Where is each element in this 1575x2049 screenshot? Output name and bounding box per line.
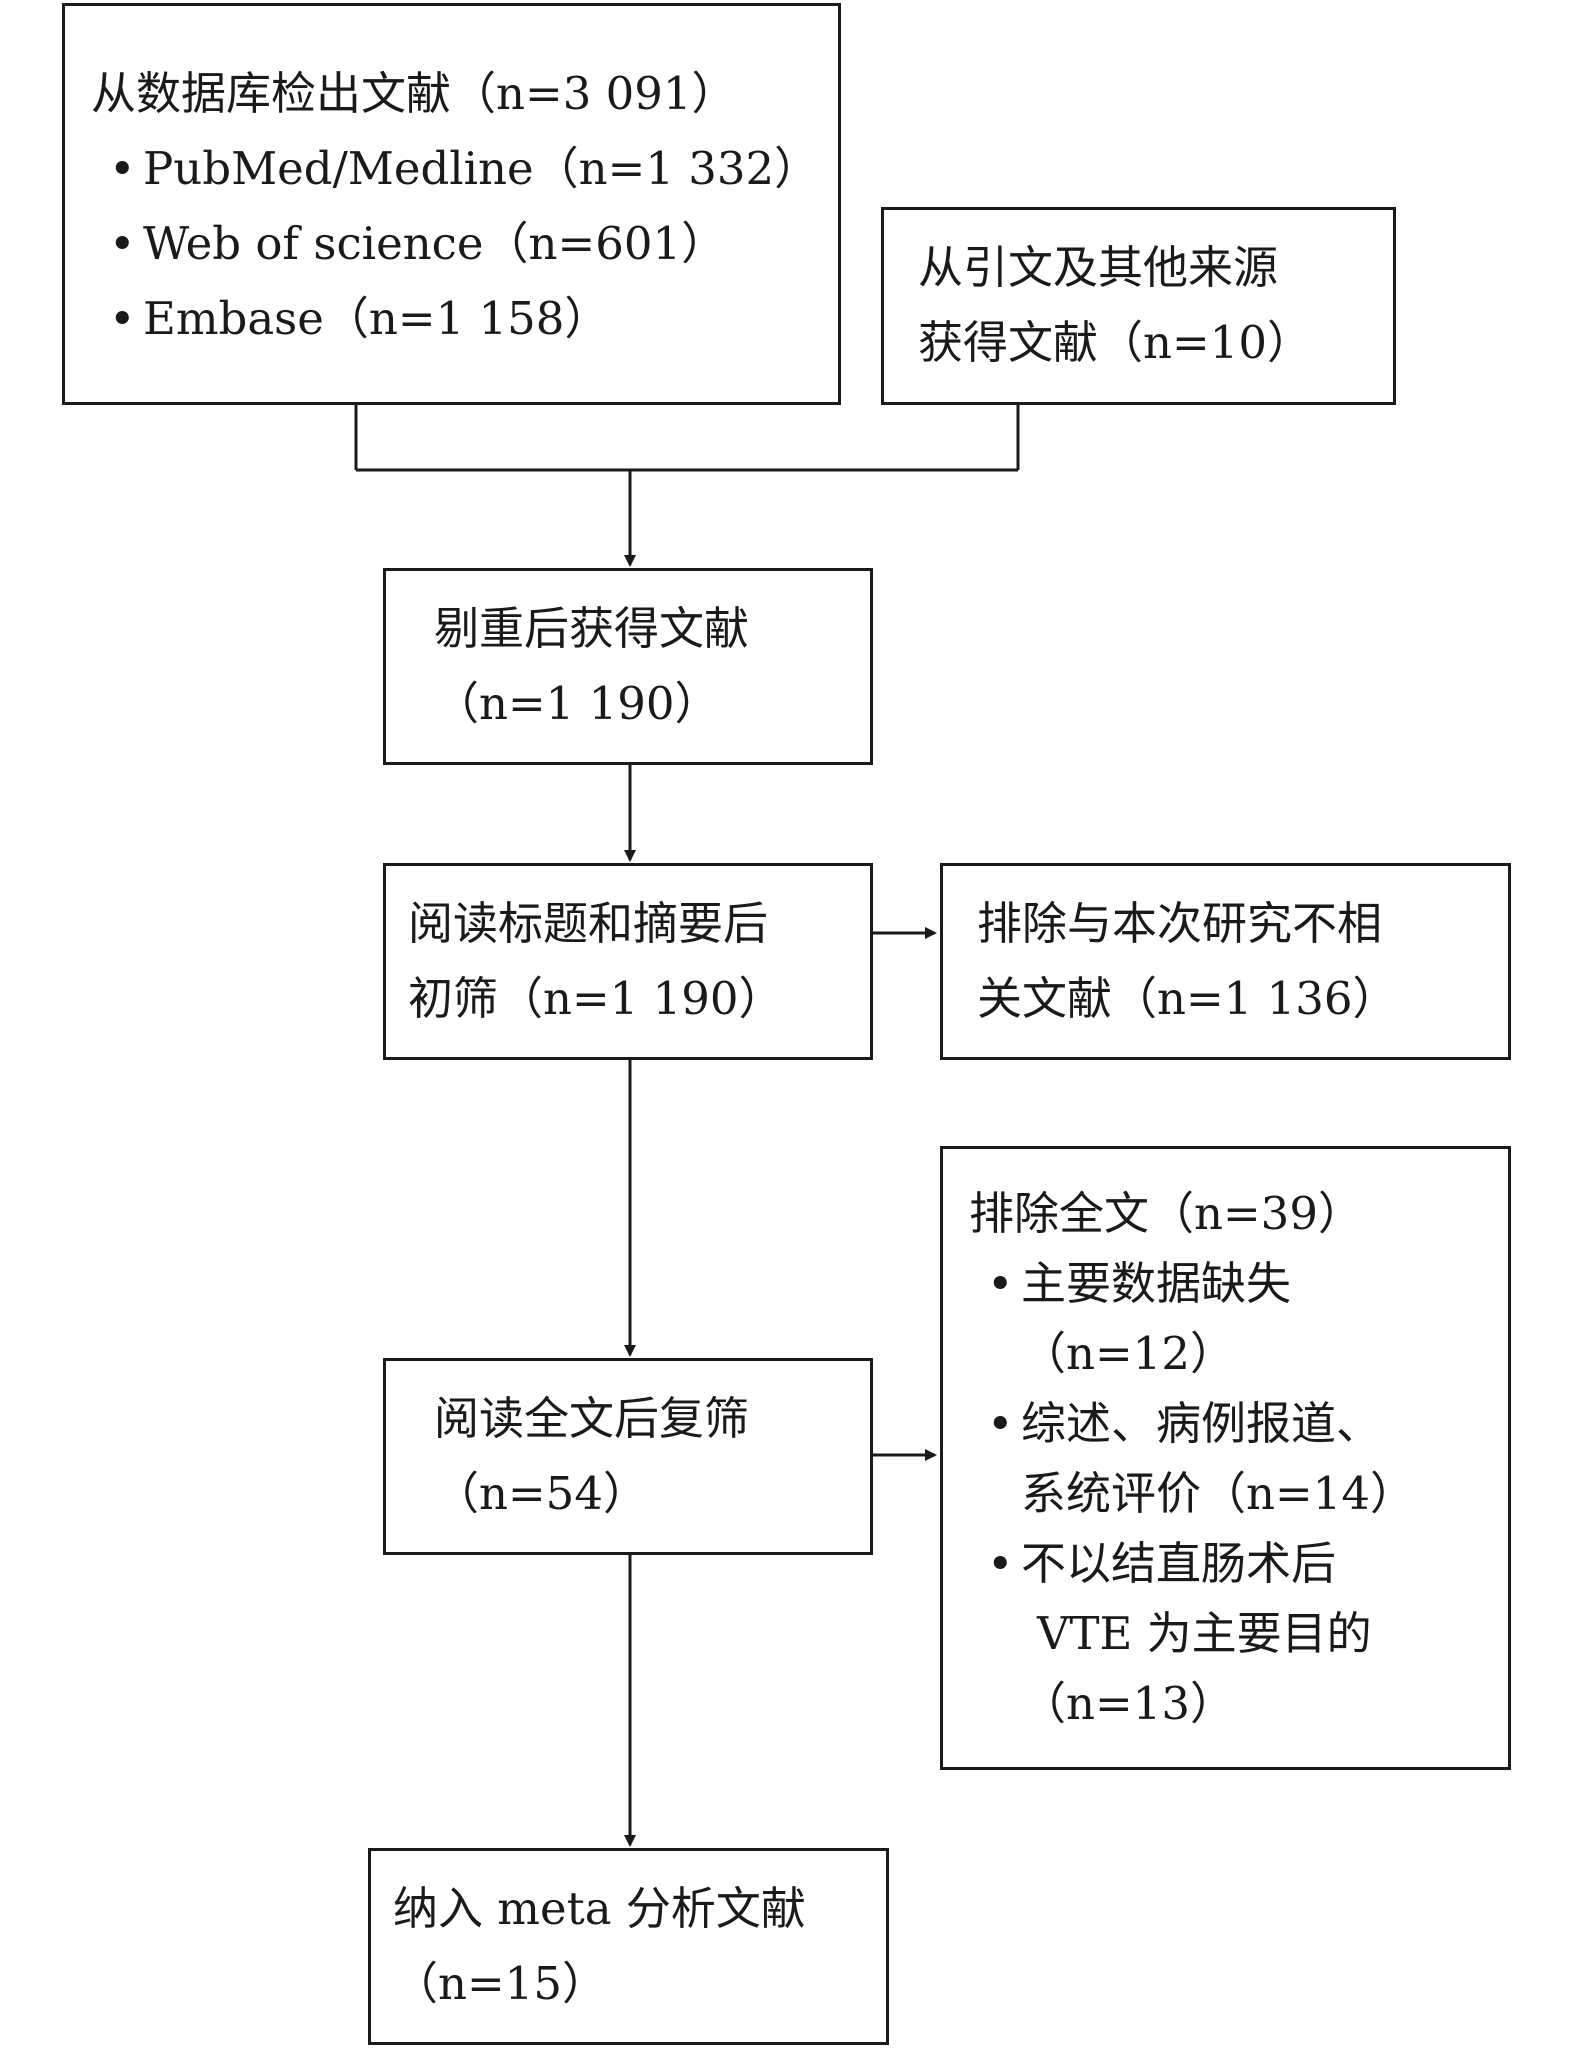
- included-label-line2: （n=15）: [393, 1957, 607, 2010]
- database-item-pubmed: •PubMed/Medline（n=1 332）: [91, 131, 838, 206]
- excluded-reason-missing-data: •主要数据缺失: [969, 1249, 1508, 1319]
- excluded-fulltext-title: 排除全文（n=39）: [969, 1187, 1363, 1240]
- database-item-web-of-science: •Web of science（n=601）: [91, 206, 838, 281]
- other-sources-box: 从引文及其他来源 获得文献（n=10）: [881, 207, 1396, 405]
- dedup-label-line2: （n=1 190）: [434, 677, 720, 730]
- title-screen-label-line2: 初筛（n=1 190）: [408, 972, 784, 1025]
- excluded-reason-not-vte: •不以结直肠术后: [969, 1529, 1508, 1599]
- bullet-icon: •: [109, 217, 136, 270]
- fulltext-screen-box: 阅读全文后复筛 （n=54）: [383, 1358, 873, 1555]
- bullet-icon: •: [109, 292, 136, 345]
- excluded-fulltext-box: 排除全文（n=39） •主要数据缺失 （n=12） •综述、病例报道、 系统评价…: [940, 1146, 1511, 1770]
- title-screen-box: 阅读标题和摘要后 初筛（n=1 190）: [383, 863, 873, 1060]
- fulltext-screen-label-line2: （n=54）: [434, 1467, 648, 1520]
- bullet-icon: •: [987, 1537, 1014, 1590]
- excluded-irrelevant-label-line1: 排除与本次研究不相: [977, 897, 1383, 950]
- dedup-label-line1: 剔重后获得文献: [434, 602, 750, 655]
- databases-box: 从数据库检出文献（n=3 091） •PubMed/Medline（n=1 33…: [62, 3, 841, 405]
- excluded-reason-not-vte-line2: VTE 为主要目的: [1037, 1607, 1372, 1660]
- other-sources-label-line2: 获得文献（n=10）: [918, 316, 1312, 369]
- dedup-box: 剔重后获得文献 （n=1 190）: [383, 568, 873, 765]
- bullet-icon: •: [987, 1257, 1014, 1310]
- fulltext-screen-label-line1: 阅读全文后复筛: [434, 1392, 750, 1445]
- databases-total-label: 从数据库检出文献（n=3 091）: [91, 67, 737, 120]
- excluded-reason-missing-data-count: （n=12）: [1021, 1327, 1235, 1380]
- excluded-reason-not-vte-count: （n=13）: [1021, 1677, 1235, 1730]
- excluded-irrelevant-box: 排除与本次研究不相 关文献（n=1 136）: [940, 863, 1511, 1060]
- excluded-irrelevant-label-line2: 关文献（n=1 136）: [977, 972, 1398, 1025]
- included-box: 纳入 meta 分析文献 （n=15）: [368, 1848, 889, 2045]
- included-label-line1: 纳入 meta 分析文献: [393, 1882, 806, 1935]
- other-sources-label-line1: 从引文及其他来源: [918, 241, 1279, 294]
- bullet-icon: •: [109, 142, 136, 195]
- database-item-embase: •Embase（n=1 158）: [91, 281, 838, 356]
- title-screen-label-line1: 阅读标题和摘要后: [408, 897, 769, 950]
- bullet-icon: •: [987, 1397, 1014, 1450]
- excluded-reason-reviews-line2: 系统评价（n=14）: [1021, 1467, 1415, 1520]
- excluded-reason-reviews: •综述、病例报道、: [969, 1389, 1508, 1459]
